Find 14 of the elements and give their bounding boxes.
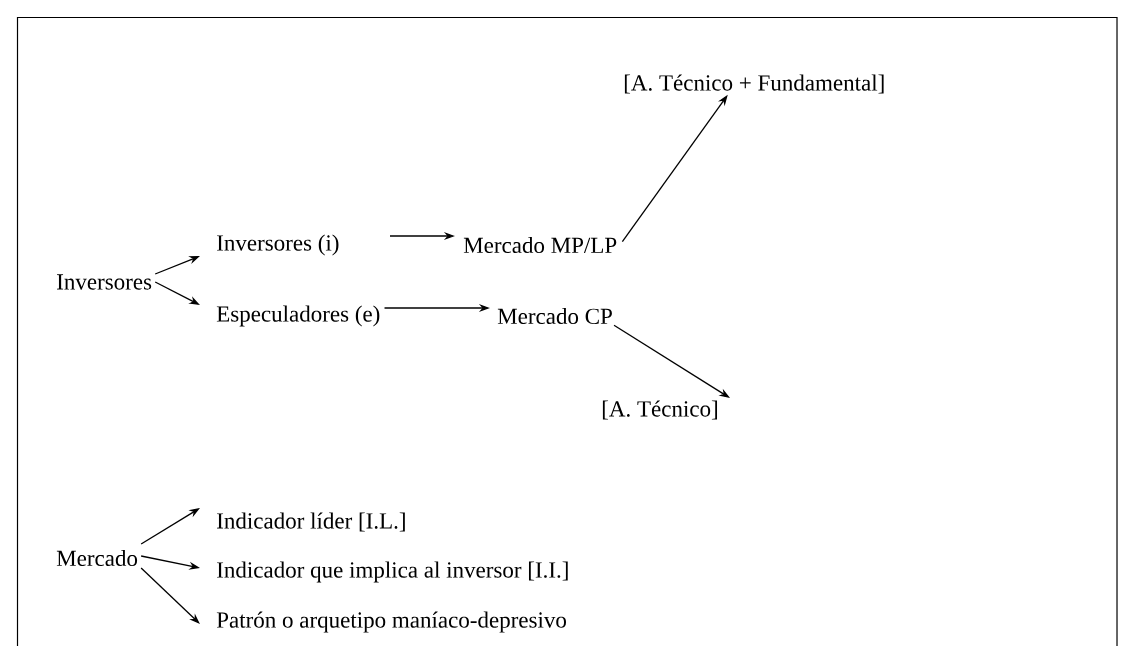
node-text: Mercado CP <box>497 307 612 325</box>
node-text: [A. Técnico + Fundamental] <box>624 74 884 94</box>
node-text: Mercado MP/LP <box>463 236 617 254</box>
node-text: Especuladores (e) <box>216 305 380 327</box>
arrow <box>140 567 200 624</box>
arrow <box>140 508 200 545</box>
node-text: Patrón o arquetipo maníaco-depresivo <box>216 611 566 633</box>
arrow <box>613 324 730 398</box>
node-text: [A. Técnico] <box>602 400 717 420</box>
node-text: Mercado <box>56 549 138 567</box>
node-text: Indicador que implica al inversor [I.I.] <box>217 561 568 583</box>
node-text: Inversores <box>57 274 152 290</box>
node-text: Indicador líder [I.L.] <box>217 512 405 532</box>
node-text: Inversores (i) <box>217 234 339 256</box>
